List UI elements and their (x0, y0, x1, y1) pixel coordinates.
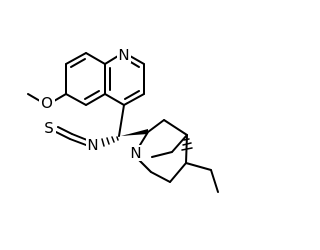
bond (151, 151, 173, 158)
atom-label: N (118, 46, 129, 64)
bond (129, 55, 145, 65)
bond (123, 93, 145, 106)
bond (147, 119, 165, 133)
atom-label: N (130, 144, 141, 162)
atom-s-isothiocyanate: S (42, 119, 56, 137)
bond (65, 52, 87, 65)
quinoline-benzene-ring (65, 52, 106, 106)
atom-label: S (44, 119, 54, 137)
bond (210, 169, 219, 193)
bond (85, 52, 106, 65)
double-bond-inner (84, 90, 100, 100)
atom-n-quinoline: N (117, 46, 131, 64)
isothiocyanate-group (55, 126, 88, 146)
ethyl-group (185, 162, 219, 193)
atom-label: N (87, 136, 98, 154)
bond (185, 162, 212, 171)
bond (150, 171, 171, 183)
bond (104, 93, 125, 106)
bond (171, 134, 188, 153)
wedge-bond (121, 129, 148, 136)
bond (85, 93, 106, 106)
molecule-structure: N O S N N (27, 46, 219, 193)
quinoline-pyridine-ring (104, 55, 145, 106)
atom-o-methoxy: O (39, 94, 55, 112)
double-bond-inner (70, 58, 86, 68)
bond (69, 138, 87, 146)
bond (57, 126, 73, 135)
bond (139, 131, 149, 146)
bond (27, 93, 41, 102)
bond (65, 93, 87, 106)
bond (53, 93, 67, 102)
methoxy-group (27, 93, 67, 102)
bond (104, 55, 119, 65)
atom-label: O (41, 94, 53, 112)
hashed-wedge-bond (181, 138, 193, 151)
bond (163, 119, 188, 136)
atom-n-isothiocyanate: N (86, 136, 100, 154)
hashed-wedge-bond (101, 136, 119, 147)
bond (55, 131, 71, 140)
atom-n-quinuclidine: N (129, 144, 143, 162)
bond (71, 133, 88, 141)
molecule-canvas: N O S N N (27, 46, 219, 193)
quinuclidine-cage (136, 119, 188, 183)
double-bond-inner (124, 90, 140, 100)
bond (169, 162, 187, 183)
bond (118, 104, 125, 137)
